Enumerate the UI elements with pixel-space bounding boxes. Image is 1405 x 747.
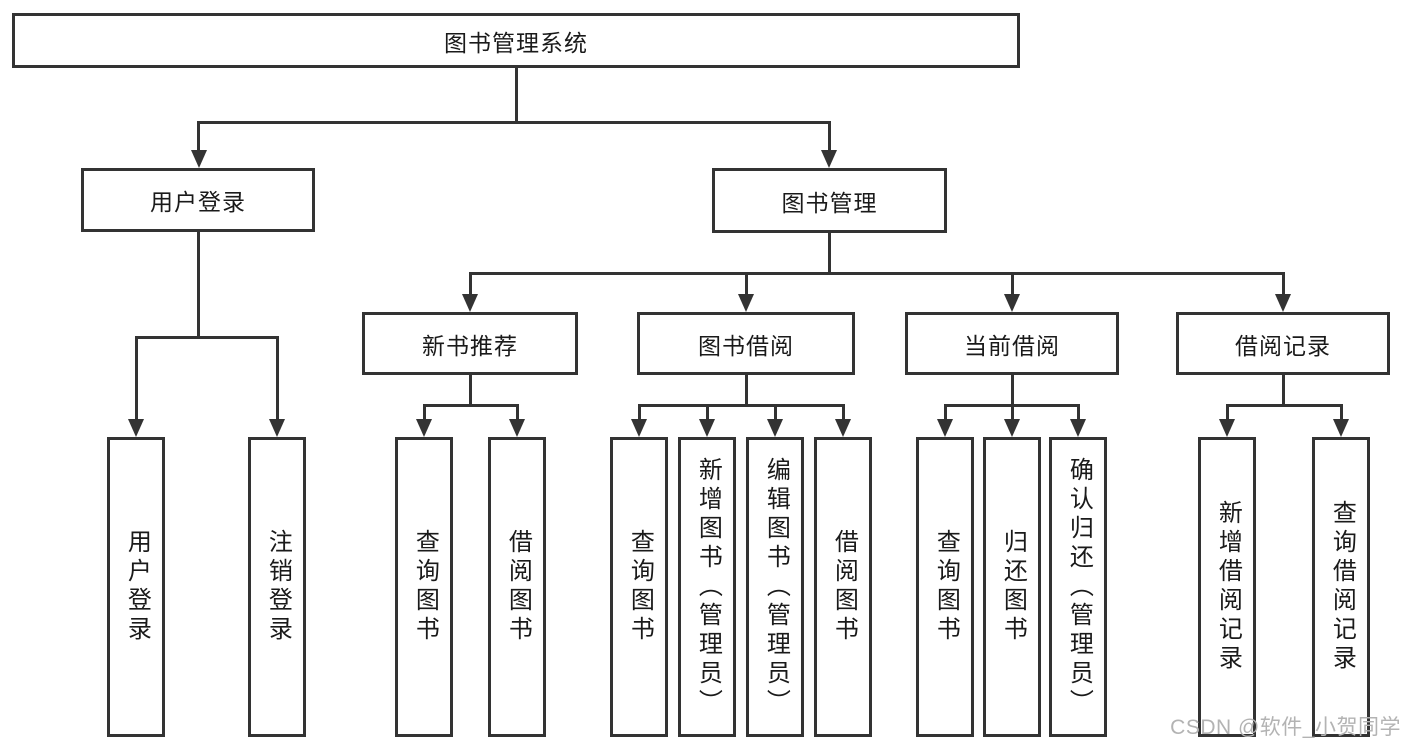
leaf-logout: 注销登录 — [248, 437, 306, 737]
arrow-down-icon — [1275, 294, 1291, 312]
leaf-label: 编辑图书（管理员） — [762, 456, 790, 718]
leaf-label: 归还图书 — [999, 529, 1027, 645]
connector — [1077, 404, 1080, 420]
leaf-label: 注销登录 — [264, 529, 292, 645]
leaf-query-books-1: 查询图书 — [395, 437, 453, 737]
leaf-label: 借阅图书 — [504, 529, 532, 645]
connector — [197, 121, 200, 152]
connector — [197, 230, 200, 336]
arrow-down-icon — [128, 419, 144, 437]
leaf-query-borrow-record: 查询借阅记录 — [1312, 437, 1370, 737]
arrow-down-icon — [631, 419, 647, 437]
connector — [1011, 272, 1014, 296]
arrow-down-icon — [738, 294, 754, 312]
connector — [135, 336, 138, 420]
connector — [706, 404, 709, 420]
connector — [745, 272, 748, 296]
leaf-label: 查询图书 — [932, 529, 960, 645]
leaf-add-borrow-record: 新增借阅记录 — [1198, 437, 1256, 737]
node-new-book-recommend: 新书推荐 — [362, 312, 578, 375]
node-label: 图书借阅 — [698, 332, 794, 359]
connector — [423, 404, 426, 420]
node-root: 图书管理系统 — [12, 13, 1020, 68]
arrow-down-icon — [416, 419, 432, 437]
connector — [135, 336, 278, 339]
connector — [1226, 404, 1343, 407]
arrow-down-icon — [821, 150, 837, 168]
node-borrow-records: 借阅记录 — [1176, 312, 1390, 375]
leaf-borrow-books-2: 借阅图书 — [814, 437, 872, 737]
leaf-confirm-return-admin: 确认归还（管理员） — [1049, 437, 1107, 737]
connector — [1282, 373, 1285, 407]
connector — [638, 404, 845, 407]
node-book-management: 图书管理 — [712, 168, 947, 233]
connector — [469, 272, 472, 296]
arrow-down-icon — [835, 419, 851, 437]
leaf-query-books-3: 查询图书 — [916, 437, 974, 737]
arrow-down-icon — [191, 150, 207, 168]
csdn-watermark: CSDN @软件_小贺同学 — [1170, 716, 1401, 739]
arrow-down-icon — [1070, 419, 1086, 437]
leaf-user-login: 用户登录 — [107, 437, 165, 737]
connector — [469, 373, 472, 404]
arrow-down-icon — [1333, 419, 1349, 437]
connector — [1340, 404, 1343, 420]
connector — [745, 373, 748, 404]
arrow-down-icon — [462, 294, 478, 312]
connector — [423, 404, 519, 407]
arrow-down-icon — [509, 419, 525, 437]
connector — [516, 404, 519, 420]
connector — [1226, 404, 1229, 420]
leaf-label: 新增图书（管理员） — [694, 456, 722, 718]
connector — [469, 272, 1285, 275]
connector — [1282, 272, 1285, 296]
leaf-label: 确认归还（管理员） — [1065, 456, 1093, 718]
node-current-borrow: 当前借阅 — [905, 312, 1119, 375]
connector — [828, 121, 831, 152]
node-label: 借阅记录 — [1235, 332, 1331, 359]
connector — [515, 66, 518, 123]
leaf-label: 借阅图书 — [830, 529, 858, 645]
arrow-down-icon — [1004, 294, 1020, 312]
arrow-down-icon — [1219, 419, 1235, 437]
node-label: 当前借阅 — [964, 332, 1060, 359]
connector — [774, 404, 777, 420]
node-label: 图书管理 — [781, 189, 878, 216]
leaf-borrow-books-1: 借阅图书 — [488, 437, 546, 737]
leaf-return-books: 归还图书 — [983, 437, 1041, 737]
node-user-login: 用户登录 — [81, 168, 315, 232]
connector — [1011, 373, 1014, 407]
node-root-label: 图书管理系统 — [444, 29, 588, 56]
arrow-down-icon — [767, 419, 783, 437]
connector — [1011, 404, 1014, 420]
connector — [638, 404, 641, 420]
leaf-label: 新增借阅记录 — [1214, 500, 1242, 674]
leaf-label: 查询图书 — [626, 529, 654, 645]
leaf-label: 用户登录 — [123, 529, 151, 645]
leaf-query-books-2: 查询图书 — [610, 437, 668, 737]
leaf-label: 查询图书 — [411, 529, 439, 645]
leaf-add-books-admin: 新增图书（管理员） — [678, 437, 736, 737]
arrow-down-icon — [269, 419, 285, 437]
node-book-borrow: 图书借阅 — [637, 312, 855, 375]
connector — [842, 404, 845, 420]
node-label: 新书推荐 — [422, 332, 518, 359]
connector — [197, 121, 831, 124]
arrow-down-icon — [699, 419, 715, 437]
node-label: 用户登录 — [150, 189, 246, 215]
connector — [944, 404, 947, 420]
arrow-down-icon — [937, 419, 953, 437]
connector — [828, 231, 831, 273]
arrow-down-icon — [1004, 419, 1020, 437]
leaf-edit-books-admin: 编辑图书（管理员） — [746, 437, 804, 737]
connector — [276, 336, 279, 420]
leaf-label: 查询借阅记录 — [1328, 500, 1356, 674]
